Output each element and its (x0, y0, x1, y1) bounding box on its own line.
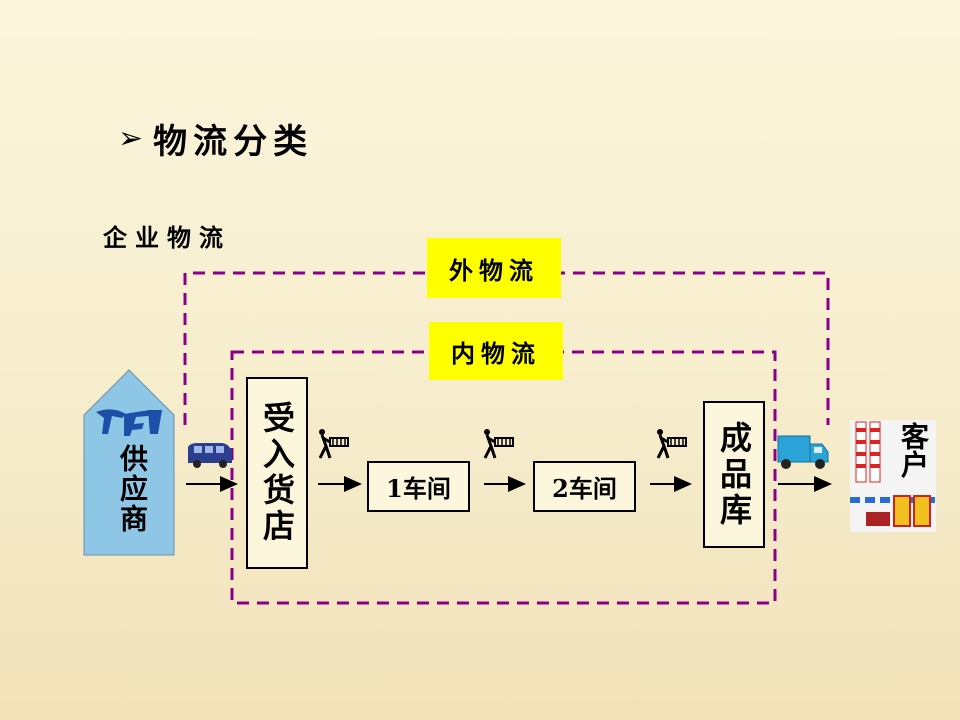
title-text: 物流分类 (153, 122, 314, 162)
supplier-logo-icon (96, 409, 162, 436)
workshop-2-box: 2车间 (533, 461, 636, 512)
factory-icon (850, 420, 936, 532)
outer-logistics-boundary (183, 271, 830, 425)
finished-goods-warehouse-box: 成品库 (703, 401, 765, 548)
customer-label: 客户 (897, 422, 930, 478)
workshop-1-box: 1车间 (367, 461, 470, 512)
van-icon (188, 443, 232, 468)
receiving-store-box: 受入货店 (246, 377, 308, 569)
truck-icon (777, 435, 829, 469)
inner-logistics-label: 内物流 (429, 322, 563, 380)
hand-truck-icon (656, 429, 687, 459)
hand-truck-icon (483, 429, 514, 459)
slide-title: ➢ 物流分类 (118, 114, 313, 163)
inner-logistics-boundary (230, 350, 777, 605)
subtitle: 企业物流 (103, 224, 231, 252)
outer-logistics-label: 外物流 (427, 238, 561, 298)
supplier-label: 供应商 (116, 444, 149, 534)
arrow-bullet-icon: ➢ (118, 121, 150, 156)
hand-truck-icon (318, 429, 349, 459)
